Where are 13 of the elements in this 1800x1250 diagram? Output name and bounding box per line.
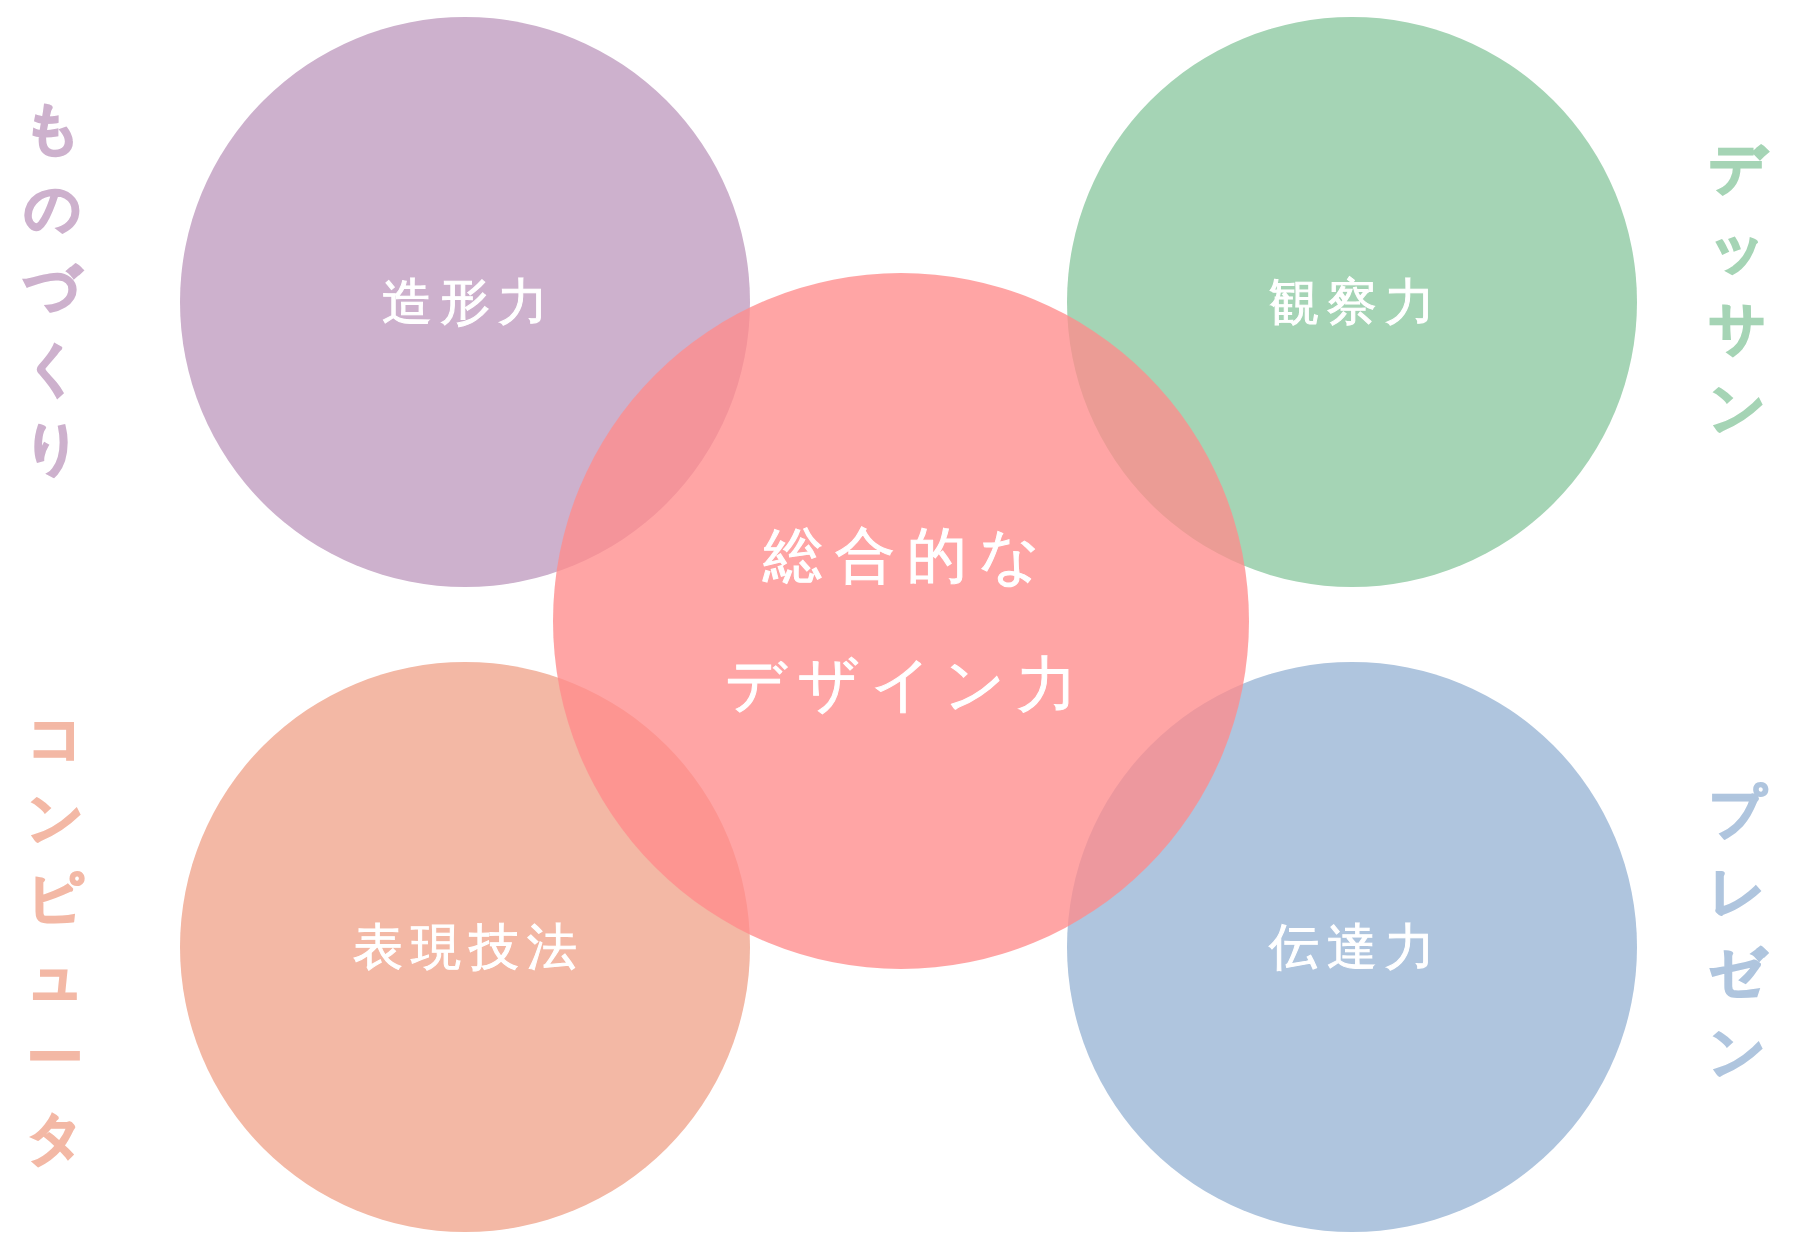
side-caption: プレゼン bbox=[1707, 778, 1767, 1086]
circle-label: 観察力 bbox=[1269, 271, 1443, 333]
venn-circle bbox=[180, 17, 750, 587]
circle-label: 表現技法 bbox=[353, 916, 585, 978]
side-caption: デッサン bbox=[1707, 134, 1767, 442]
side-caption: コンピュータ bbox=[25, 704, 85, 1172]
circle-label: デザイン力 bbox=[725, 648, 1089, 721]
venn-circle bbox=[1067, 17, 1637, 587]
circle-label: 造形力 bbox=[382, 271, 556, 333]
venn-circle bbox=[1067, 662, 1637, 1232]
side-caption: ものづくり bbox=[22, 94, 82, 482]
circle-label: 伝達力 bbox=[1269, 916, 1443, 978]
circle-label: 総合的な bbox=[762, 519, 1052, 592]
